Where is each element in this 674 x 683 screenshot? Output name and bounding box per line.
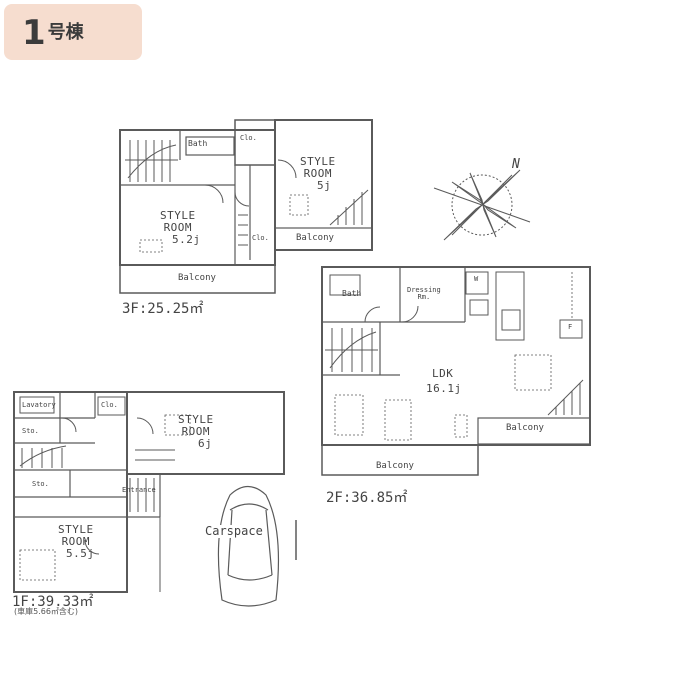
- 1f-style-room-a-size: 6j: [198, 437, 213, 450]
- 1f-style-room-a-name: STYLE ROOM: [178, 413, 214, 438]
- 2f-area-label: 2F:36.85㎡: [326, 490, 408, 506]
- floor-2f-walls: [321, 266, 591, 476]
- 1f-closet-label: Clo.: [101, 401, 118, 409]
- floor-3f-walls: [119, 119, 373, 294]
- building-number: 1: [22, 13, 46, 53]
- 2f-ldk-size: 16.1j: [426, 382, 462, 395]
- compass-north-label: N: [512, 157, 520, 172]
- compass-rose-icon: [433, 169, 531, 241]
- 2f-fridge-label: F: [568, 323, 573, 331]
- building-suffix: 号棟: [47, 22, 84, 43]
- 3f-balcony-bottom-label: Balcony: [178, 273, 216, 283]
- 3f-closet-top-label: Clo.: [240, 134, 257, 142]
- 3f-balcony-right-label: Balcony: [296, 233, 334, 243]
- 2f-bath-label: Bath: [342, 289, 362, 298]
- 3f-bath-label: Bath: [188, 139, 208, 148]
- car-outline: [217, 485, 280, 607]
- 1f-entrance-label: Entrance: [122, 486, 156, 494]
- 2f-dressing-label: Dressing Rm.: [407, 286, 441, 302]
- 2f-washer-label: W: [474, 275, 479, 283]
- 2f-ldk-name: LDK: [432, 367, 454, 380]
- 1f-style-room-b-size: 5.5j: [66, 547, 95, 560]
- 1f-storage-b-label: Sto.: [32, 480, 49, 488]
- 1f-storage-a-label: Sto.: [22, 427, 39, 435]
- 1f-lavatory-label: Lavatory: [22, 401, 56, 409]
- 3f-style-room-a-name: STYLE ROOM: [160, 209, 196, 234]
- 1f-carspace-label: Carspace: [204, 524, 264, 538]
- 3f-style-room-a-size: 5.2j: [172, 233, 201, 246]
- 2f-balcony-bottom-label: Balcony: [376, 461, 414, 471]
- 1f-area-note: (車庫5.66㎡含む): [14, 607, 79, 616]
- 2f-balcony-right-label: Balcony: [506, 423, 544, 433]
- 3f-style-room-b-size: 5j: [317, 179, 332, 192]
- 1f-area-label: 1F:39.33㎡: [12, 594, 94, 610]
- 1f-style-room-b-name: STYLE ROOM: [58, 523, 94, 548]
- floor-1f-walls: [13, 391, 285, 593]
- 3f-area-label: 3F:25.25㎡: [122, 301, 204, 317]
- 3f-closet-mid-label: Clo.: [252, 234, 269, 242]
- 3f-style-room-b-name: STYLE ROOM: [300, 155, 336, 180]
